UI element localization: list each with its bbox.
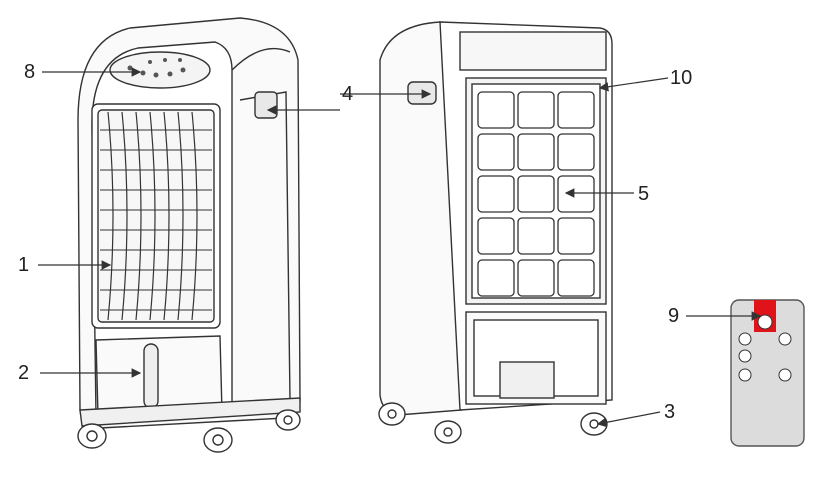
callout-8: 8: [24, 61, 36, 83]
back-view-cooler: [378, 21, 613, 444]
callout-10: 10: [670, 67, 693, 89]
remote-control: [730, 299, 805, 447]
callout-2: 2: [18, 362, 30, 384]
callout-4: 4: [342, 83, 354, 105]
leader-line-10: [598, 77, 669, 92]
leader-lines: [38, 67, 762, 428]
callout-9: 9: [668, 305, 680, 327]
callout-3: 3: [664, 401, 676, 423]
front-view-cooler: [77, 17, 301, 453]
callout-1: 1: [18, 254, 30, 276]
leader-line-3: [596, 411, 661, 428]
callout-5: 5: [638, 183, 650, 205]
